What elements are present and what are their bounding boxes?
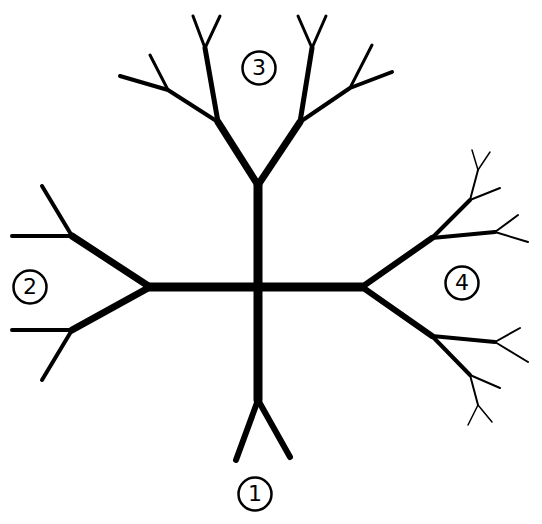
branch xyxy=(362,287,432,336)
branch xyxy=(312,16,326,48)
branch xyxy=(432,200,470,238)
branch xyxy=(470,375,478,405)
callout-number: 1 xyxy=(248,483,262,505)
branch xyxy=(300,72,392,122)
branch xyxy=(362,238,432,287)
branch xyxy=(258,400,290,457)
branch xyxy=(478,152,490,170)
branch xyxy=(72,287,150,330)
callout-number: 2 xyxy=(23,276,37,298)
branch xyxy=(432,336,495,342)
branch xyxy=(432,336,470,375)
trunk-branch xyxy=(254,185,263,287)
branch xyxy=(495,342,528,362)
circle-outline xyxy=(239,478,272,511)
branch xyxy=(12,234,72,238)
callout-circle: 3 xyxy=(241,50,277,86)
callout-number: 4 xyxy=(455,272,469,294)
branch xyxy=(432,232,495,238)
trunk-branch xyxy=(254,287,263,400)
circle-outline xyxy=(446,267,479,300)
branch xyxy=(495,215,518,232)
branch xyxy=(258,122,300,185)
branch-type-1 xyxy=(236,400,290,460)
trunk-branch xyxy=(258,283,362,292)
circle-outline xyxy=(14,271,47,304)
branch xyxy=(350,45,372,88)
branch xyxy=(205,16,220,48)
branch xyxy=(120,76,218,122)
branch-type-2 xyxy=(12,186,150,380)
callout-circle: 1 xyxy=(237,476,273,512)
branch xyxy=(300,48,312,122)
branch-type-4 xyxy=(362,150,528,425)
branch xyxy=(12,328,72,332)
branch xyxy=(72,236,150,287)
callout-circle: 4 xyxy=(444,265,480,301)
branch xyxy=(472,150,478,170)
branch xyxy=(470,188,500,200)
circle-outline xyxy=(243,52,276,85)
branch xyxy=(42,330,72,380)
trunk-branch xyxy=(150,283,258,292)
branch xyxy=(470,170,478,200)
branch xyxy=(495,328,520,342)
callout-number: 3 xyxy=(252,57,266,79)
branch xyxy=(218,122,258,185)
branch xyxy=(495,232,528,242)
branch xyxy=(42,186,72,236)
branch xyxy=(468,405,478,425)
branch xyxy=(205,48,218,122)
callout-circle: 2 xyxy=(12,269,48,305)
branch xyxy=(193,16,205,48)
branch xyxy=(150,55,168,90)
main-trunk xyxy=(150,185,362,400)
branch xyxy=(470,375,500,388)
branch xyxy=(298,16,312,48)
branch-type-3 xyxy=(120,16,392,185)
branch xyxy=(236,400,258,460)
branch xyxy=(478,405,492,422)
